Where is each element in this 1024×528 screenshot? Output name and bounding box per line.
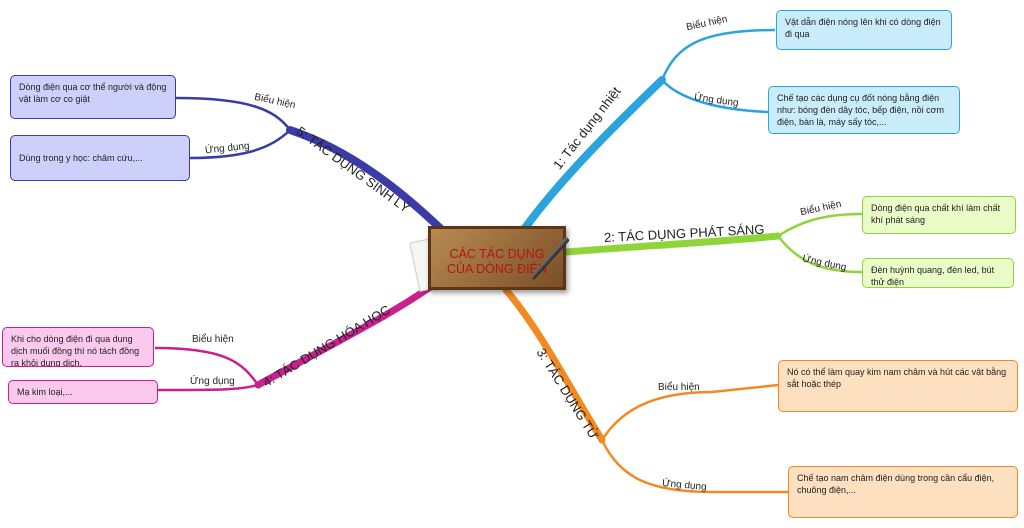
central-topic[interactable]: CÁC TÁC DỤNG CỦA DÒNG ĐIỆN: [428, 226, 566, 290]
phat-sang-bieu-hien-box[interactable]: Dòng điện qua chất khí làm chất khí phát…: [862, 196, 1016, 234]
branch-connector-tu: [502, 286, 606, 444]
hoa-hoc-ung-dung-box[interactable]: Mạ kim loại,...: [8, 380, 158, 404]
sub-connector-sinh-ly-1: [175, 96, 291, 131]
branch-connector-phat-sang: [562, 232, 782, 256]
nhiet-bieu-hien-box[interactable]: Vật dẫn điện nóng lên khi có dòng điện đ…: [776, 10, 952, 50]
branch-connector-nhiet: [521, 76, 666, 232]
branch-connector-hoa-hoc: [254, 276, 444, 389]
sub-connector-tu-1: [600, 383, 779, 441]
sub-connector-nhiet-1: [660, 28, 776, 81]
hoa-hoc-bieu-hien-box[interactable]: Khi cho dòng điện đi qua dung dịch muối …: [2, 327, 154, 367]
nhiet-ung-dung-box[interactable]: Chế tạo các dụng cụ đốt nóng bằng điện n…: [768, 86, 960, 134]
tu-bieu-hien-label: Biểu hiện: [658, 382, 700, 393]
tu-bieu-hien-box[interactable]: Nó có thể làm quay kim nam châm và hút c…: [778, 360, 1018, 412]
branch-connector-sinh-ly: [286, 126, 444, 232]
sub-connector-sinh-ly-2: [189, 129, 291, 160]
hoa-hoc-ung-dung-label: Ứng dụng: [190, 376, 235, 387]
sinh-ly-bieu-hien-box[interactable]: Dòng điện qua cơ thể người và động vật l…: [10, 75, 176, 119]
tu-ung-dung-box[interactable]: Chế tạo nam châm điện dùng trong cần cẩu…: [788, 466, 1018, 518]
sub-connector-phat-sang-1: [777, 212, 863, 238]
sinh-ly-ung-dung-box[interactable]: Dùng trong y học: châm cứu,...: [10, 135, 190, 181]
sub-connector-tu-2: [600, 439, 788, 494]
hoa-hoc-bieu-hien-label: Biểu hiện: [192, 334, 234, 345]
sub-connector-hoa-hoc-2: [157, 383, 259, 392]
sub-connector-hoa-hoc-1: [154, 346, 260, 386]
sub-connector-nhiet-2: [661, 79, 769, 114]
phat-sang-ung-dung-box[interactable]: Đèn huỳnh quang, đèn led, bút thử điện: [862, 258, 1014, 288]
central-topic-title: CÁC TÁC DỤNG CỦA DÒNG ĐIỆN: [446, 247, 547, 276]
sub-connector-phat-sang-2: [777, 235, 863, 274]
